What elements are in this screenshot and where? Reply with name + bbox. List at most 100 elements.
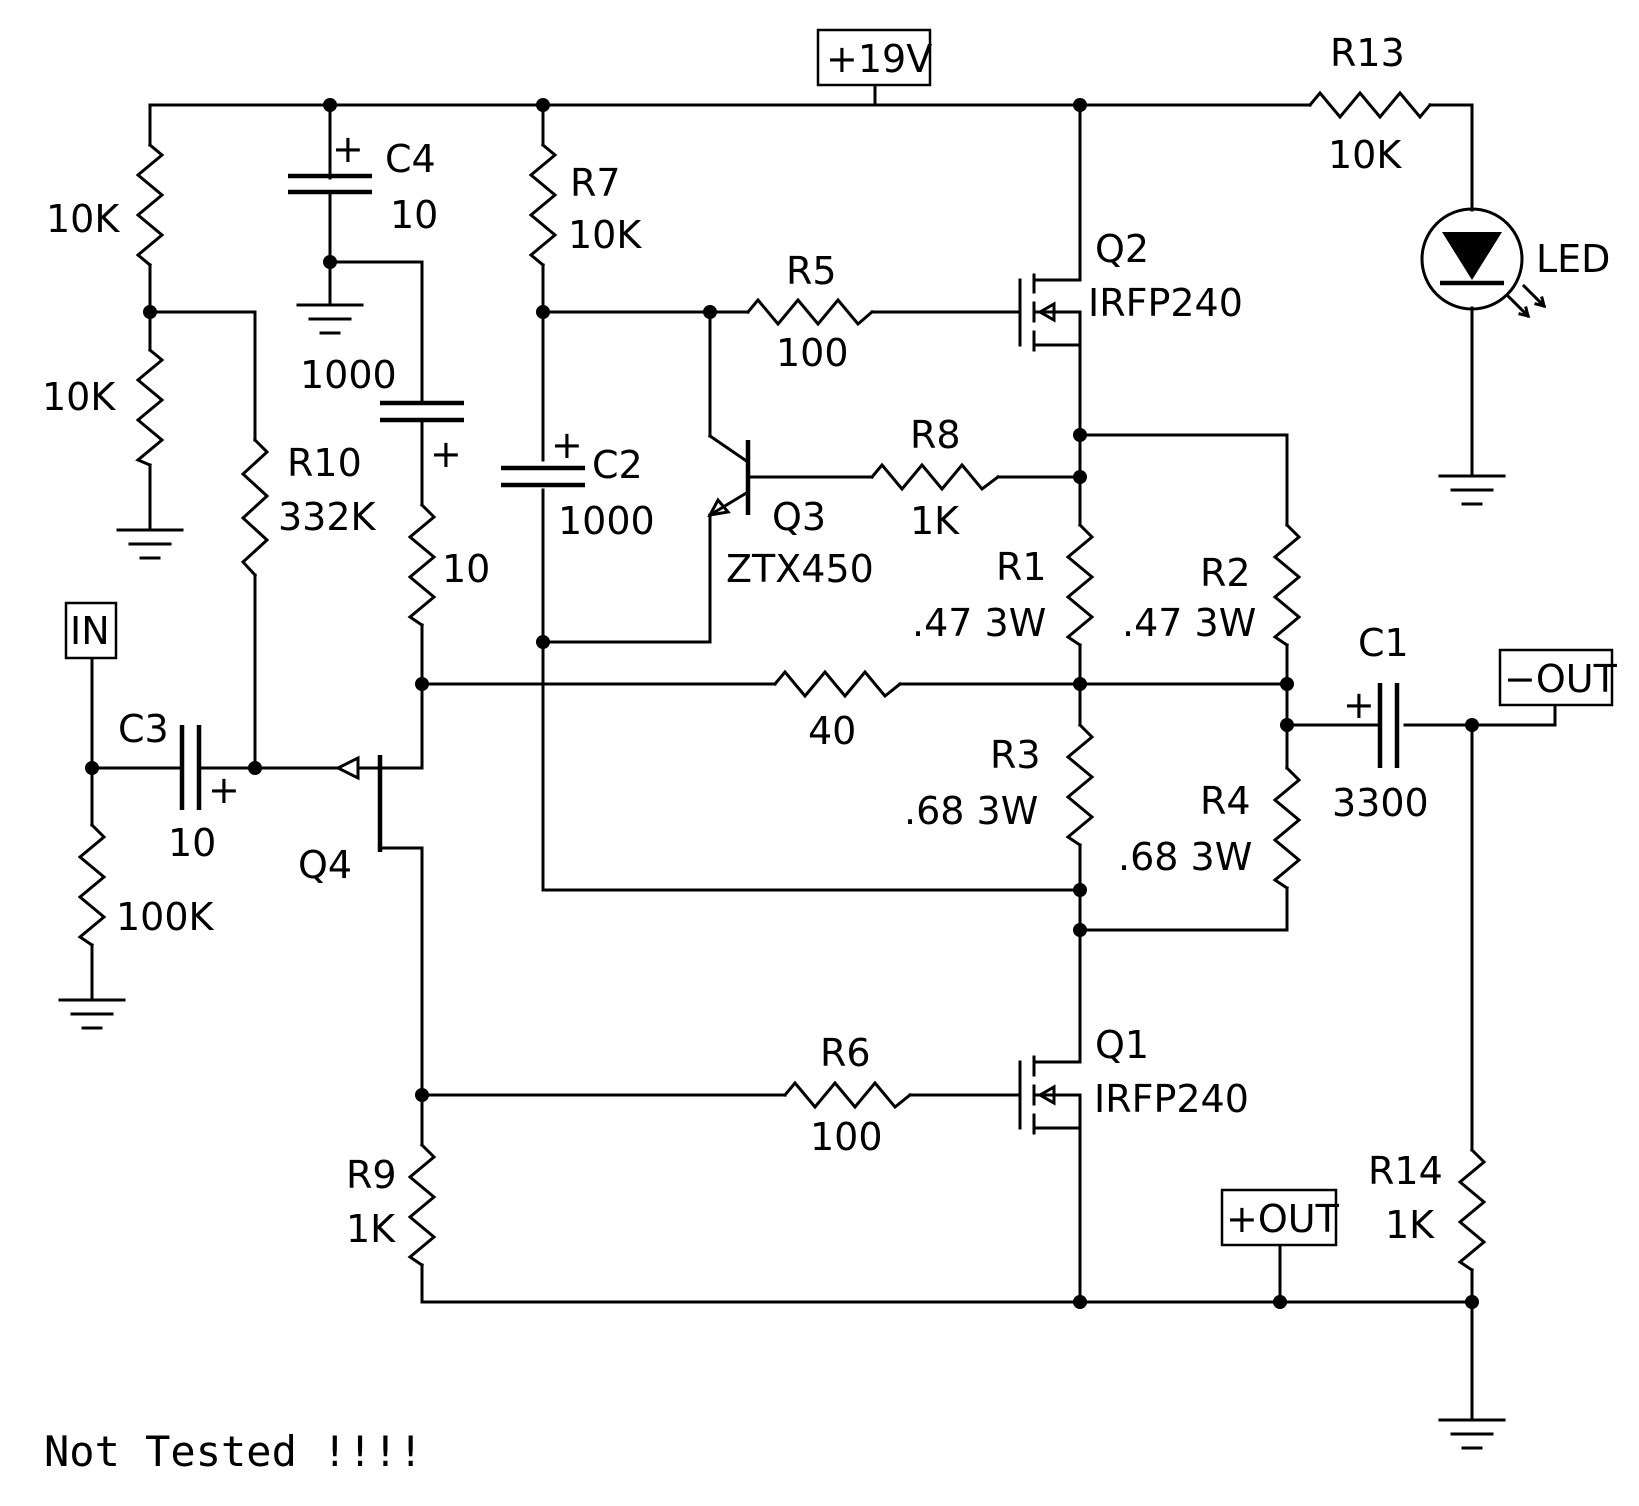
resistor-r5 [745,297,875,327]
ref-c4: C4 [385,137,436,181]
supply-terminal-label: +19V [826,37,932,81]
resistor-r-10 [407,502,437,628]
supply-terminal-box [816,28,932,87]
resistor-r9 [407,1142,437,1268]
ref-r6: R6 [820,1031,871,1075]
capacitor-c1 [1377,683,1400,768]
ref-r13: R13 [1330,31,1405,75]
ref-c1: C1 [1358,621,1409,665]
mosfet-q2 [1018,273,1082,352]
ground-symbol [296,303,364,335]
ref-q4: Q4 [298,843,352,887]
capacitors: + + + + + [179,127,1400,812]
value-r7: 10K [568,213,642,257]
ref-r5: R5 [786,249,837,293]
polarity-c2: + [551,423,583,467]
value-r3: .68 3W [904,789,1038,833]
ref-r8: R8 [910,413,961,457]
polarity-c1: + [1343,683,1375,727]
resistor-r2 [1272,522,1302,648]
ref-r14: R14 [1368,1149,1443,1193]
output-plus-terminal-label: +OUT [1226,1197,1340,1241]
value-r-top-left: 10K [46,197,120,241]
capacitor-c3 [179,725,202,810]
resistor-r10 [240,437,270,578]
resistor-r-top-left [135,142,165,268]
polarity-c4: + [332,127,364,171]
ground-symbol [58,998,126,1030]
ref-r9: R9 [346,1153,397,1197]
value-r2: .47 3W [1122,601,1256,645]
jfet-q4 [334,755,387,852]
resistor-r3 [1065,722,1095,848]
junctions [85,98,1479,1309]
resistors [77,90,1487,1273]
value-r6: 100 [810,1115,883,1159]
part-q2: IRFP240 [1088,281,1243,325]
capacitor-c2 [501,465,585,488]
value-c4: 10 [390,193,438,237]
resistor-r-40 [772,669,903,699]
ref-r10: R10 [287,441,362,485]
value-r9: 1K [346,1207,396,1251]
ground-symbol [1438,1418,1506,1450]
wires [90,83,1557,1422]
capacitor-c-1000-left [380,400,464,423]
value-c1: 3300 [1332,781,1429,825]
transistors [334,273,1082,1135]
ref-r1: R1 [996,545,1047,589]
value-r4: .68 3W [1118,835,1252,879]
output-plus-terminal-box [1220,1188,1338,1247]
value-r1: .47 3W [912,601,1046,645]
value-r14: 1K [1385,1203,1435,1247]
terminals: +19V IN −OUT +OUT [64,28,1618,1247]
resistor-r-bottom-left [135,347,165,467]
resistor-r6 [782,1080,913,1110]
ref-q3: Q3 [772,495,826,539]
input-terminal-label: IN [70,609,110,653]
resistor-r14 [1457,1147,1487,1273]
ref-r4: R4 [1200,779,1251,823]
resistor-r7 [528,142,558,268]
value-c3: 10 [168,821,216,865]
polarity-c3: + [208,768,240,812]
value-r10: 332K [278,495,377,539]
ref-r7: R7 [570,161,621,205]
mosfet-q1 [1018,1055,1082,1135]
value-c2: 1000 [558,499,655,543]
part-q3: ZTX450 [726,547,874,591]
not-tested-note: Not Tested !!!! [44,1427,423,1476]
output-minus-terminal-label: −OUT [1504,657,1618,701]
value-r-10: 10 [442,547,490,591]
resistor-r4 [1272,765,1302,891]
value-r-40: 40 [808,709,856,753]
ref-led: LED [1536,237,1610,281]
value-r5: 100 [776,331,849,375]
resistor-r8 [869,462,1001,492]
component-labels: 10K 10K C4 10 1000 R10 332K 10 R7 10K C2… [42,31,1610,1251]
capacitor-c4 [288,173,372,195]
ref-r2: R2 [1200,551,1251,595]
part-q1: IRFP240 [1094,1077,1249,1121]
input-terminal-box [64,601,118,660]
value-c-1000-left: 1000 [300,353,397,397]
value-r-in: 100K [116,895,215,939]
ref-c3: C3 [118,707,169,751]
ref-q1: Q1 [1095,1023,1149,1067]
resistor-r1 [1065,522,1095,648]
value-r13: 10K [1328,133,1402,177]
ref-c2: C2 [592,443,643,487]
led-d1 [1420,207,1547,319]
bjt-q3 [707,433,751,518]
value-r-bottom-left: 10K [42,375,116,419]
value-r8: 1K [910,499,960,543]
output-minus-terminal-box [1498,648,1614,707]
ref-r3: R3 [990,733,1041,777]
ground-symbol [1438,474,1506,506]
resistor-r13 [1307,90,1433,120]
ground-symbol [116,528,184,560]
polarity-c-1000-left: + [430,432,462,476]
resistor-r-in [77,822,107,948]
ref-q2: Q2 [1095,227,1149,271]
